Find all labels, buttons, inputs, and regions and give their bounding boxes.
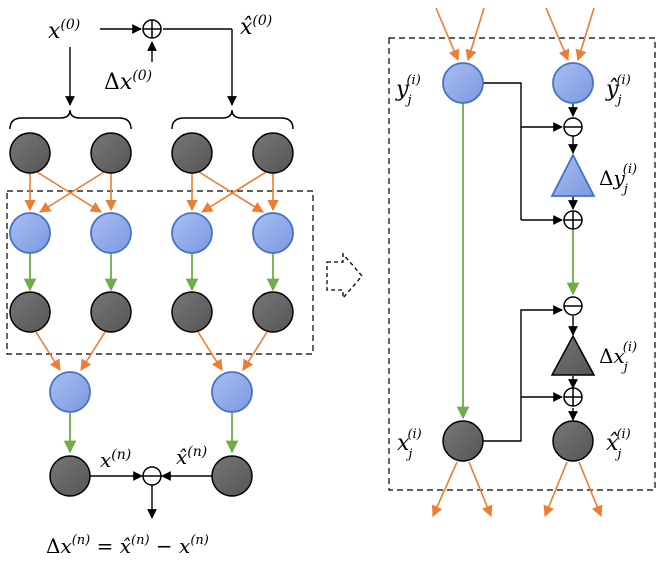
label-x: xj(i): [397, 427, 422, 462]
label-y: yj(i): [395, 73, 421, 108]
plus-node-y: [563, 210, 583, 230]
label-x-hat: x̂j(i): [606, 427, 631, 462]
minus-node-x: [563, 296, 583, 316]
node-y-hat: [552, 62, 594, 104]
activation-arrows-right: [456, 102, 580, 420]
brace-left: [9, 109, 132, 130]
input-perturbation-lines: [65, 24, 237, 106]
hidden-layer-box: [6, 190, 314, 355]
label-delta-x0: Δx(0): [104, 68, 152, 95]
output-difference-lines: [90, 471, 212, 519]
brace-right: [171, 109, 294, 130]
label-xn: x(n): [100, 447, 131, 472]
zoom-arrow-icon: [326, 252, 363, 300]
delta-y-triangle: [550, 153, 596, 197]
difference-node-bottom: [142, 466, 162, 486]
hidden-preactivation-nodes: [9, 212, 294, 254]
plus-node-x: [563, 387, 583, 407]
hidden-activation-nodes: [9, 291, 294, 333]
incoming-arrows: [435, 7, 595, 62]
hidden-to-output-arrows: [35, 331, 268, 371]
output-preactivation-nodes: [49, 371, 253, 413]
sum-node-top: [142, 19, 162, 39]
node-x: [442, 420, 484, 462]
label-x0: x(0): [48, 17, 80, 44]
input-nodes: [9, 132, 294, 174]
minus-node-y: [563, 117, 583, 137]
input-to-hidden-arrows: [24, 171, 279, 213]
label-xhat-n: x̂(n): [176, 444, 207, 469]
activation-arrows-left: [23, 253, 280, 454]
node-x-hat: [552, 420, 594, 462]
label-delta-x: Δxj(i): [599, 340, 637, 375]
label-xhat0: x̂(0): [240, 13, 272, 40]
output-nodes: [49, 455, 253, 497]
delta-x-triangle: [550, 334, 596, 376]
equation-output-difference: Δx(n) = x̂(n) − x(n): [46, 533, 209, 558]
outgoing-arrows: [431, 461, 603, 518]
node-y: [442, 62, 484, 104]
detail-box: [388, 37, 656, 491]
label-delta-y: Δyj(i): [599, 162, 637, 197]
label-y-hat: ŷj(i): [605, 73, 631, 108]
perturbation-lines-right: [483, 82, 578, 442]
